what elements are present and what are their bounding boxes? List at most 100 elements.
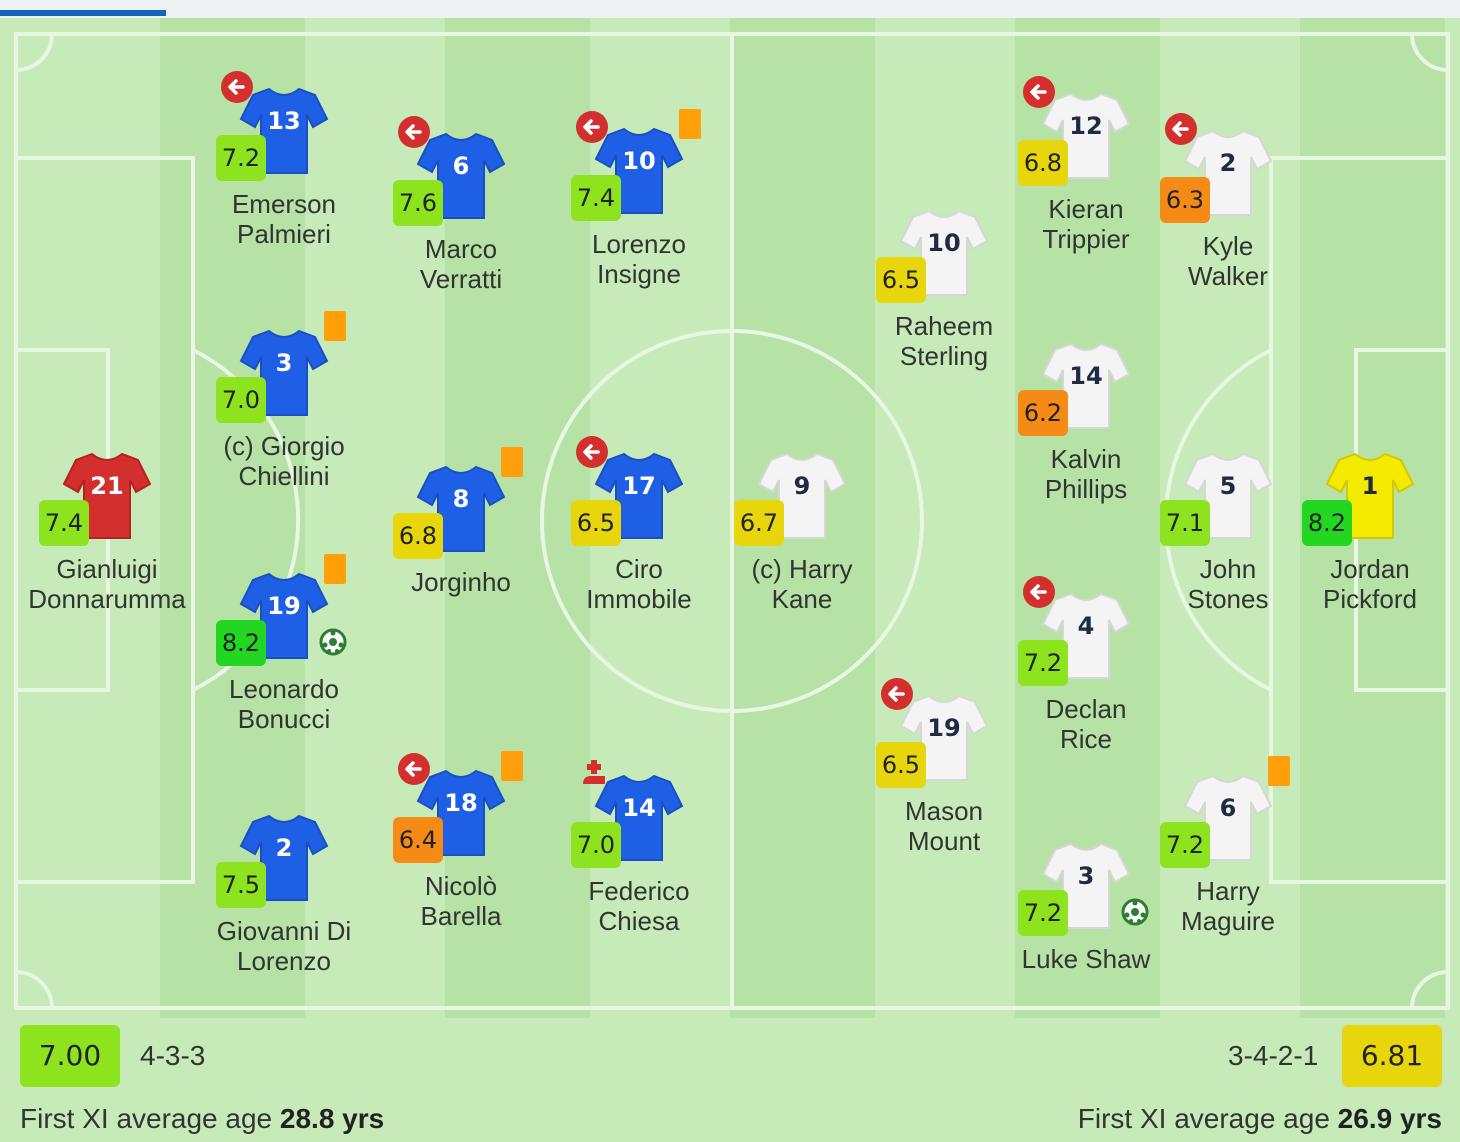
player-name-line1: Kieran (1048, 194, 1124, 224)
player-rating: 7.6 (393, 180, 443, 226)
player-name-line2: Pickford (1323, 584, 1417, 614)
player-name-line2: Insigne (597, 259, 681, 289)
player-rating: 7.4 (39, 500, 89, 546)
shirt-number: 1 (1361, 472, 1379, 500)
shirt-number: 6 (452, 152, 470, 180)
player-name-line1: Nicolò (424, 871, 498, 901)
goal-ball-icon (319, 628, 347, 656)
active-tab-indicator (0, 10, 166, 16)
player-name-line2: Lorenzo (237, 946, 331, 976)
player-name-line2: Kane (771, 584, 833, 614)
shirt-number: 21 (90, 472, 124, 500)
substitution-icon (881, 678, 913, 710)
substitution-icon (1165, 113, 1197, 145)
shirt-number: 12 (1069, 112, 1103, 140)
player-name-line1: (c) Giorgio (223, 431, 345, 461)
shirt-number: 3 (1077, 862, 1095, 890)
player-rating: 7.0 (216, 377, 266, 423)
shirt-number: 19 (267, 592, 301, 620)
player-name-line1: Luke Shaw (1021, 944, 1151, 974)
shirt-number: 13 (267, 107, 301, 135)
shirt-number: 8 (452, 485, 470, 513)
player-rating: 6.8 (1018, 140, 1068, 186)
player-name-line1: Giovanni Di (216, 916, 352, 946)
home-average-age: First XI average age 28.8 yrs (20, 1103, 384, 1135)
substitution-icon (576, 436, 608, 468)
shirt-number: 3 (275, 349, 293, 377)
player-name-line2: Stones (1187, 584, 1269, 614)
home-age-label: First XI average age (20, 1103, 273, 1134)
yellow-card-icon (501, 447, 523, 477)
yellow-card-icon (324, 554, 346, 584)
player-name-line2: Barella (420, 901, 502, 931)
player-rating: 6.7 (734, 500, 784, 546)
shirt-number: 14 (1069, 362, 1103, 390)
injury-substitution-icon (579, 758, 609, 793)
shirt-number: 2 (1219, 149, 1237, 177)
shirt-number: 4 (1077, 612, 1095, 640)
player-name-line2: Sterling (899, 341, 989, 371)
yellow-card-icon (1268, 756, 1290, 786)
shirt-number: 9 (793, 472, 811, 500)
player-name-line1: Raheem (894, 311, 994, 341)
home-age-value: 28.8 yrs (279, 1103, 385, 1134)
substitution-icon (576, 111, 608, 143)
player-rating: 7.1 (1160, 500, 1210, 546)
player-rating: 6.3 (1160, 177, 1210, 223)
shirt-number: 10 (927, 229, 961, 257)
away-formation: 3-4-2-1 (1228, 1040, 1319, 1071)
player-name-line1: Federico (588, 876, 690, 906)
player-name-line2: Chiesa (598, 906, 680, 936)
player-rating: 7.5 (216, 862, 266, 908)
player-name-line2: Mount (907, 826, 981, 856)
player-name-line1: Emerson (231, 189, 337, 219)
player-name-line1: Gianluigi (56, 554, 158, 584)
player-name-line1: Mason (904, 796, 984, 826)
substitution-icon (221, 71, 253, 103)
away-team-rating: 6.81 (1342, 1025, 1442, 1087)
shirt-number: 18 (444, 789, 478, 817)
player-name-line2: Palmieri (237, 219, 331, 249)
top-bar (0, 0, 1460, 18)
player-name-line1: Declan (1045, 694, 1127, 724)
substitution-icon (1023, 76, 1055, 108)
player-rating: 8.2 (216, 620, 266, 666)
shirt-number: 19 (927, 714, 961, 742)
player-rating: 7.2 (1018, 890, 1068, 936)
player-name-line2: Chiellini (238, 461, 330, 491)
yellow-card-icon (679, 109, 701, 139)
goal-ball-icon (1121, 898, 1149, 926)
player-rating: 6.5 (876, 742, 926, 788)
player-name-line2: Walker (1188, 261, 1268, 291)
player-name-line2: Rice (1059, 724, 1112, 754)
player-name-line1: Jordan (1330, 554, 1410, 584)
yellow-card-icon (501, 751, 523, 781)
player-rating: 6.4 (393, 817, 443, 863)
away-age-value: 26.9 yrs (1337, 1103, 1442, 1134)
away-average-age: First XI average age 26.9 yrs (1078, 1103, 1442, 1135)
substitution-icon (1023, 576, 1055, 608)
